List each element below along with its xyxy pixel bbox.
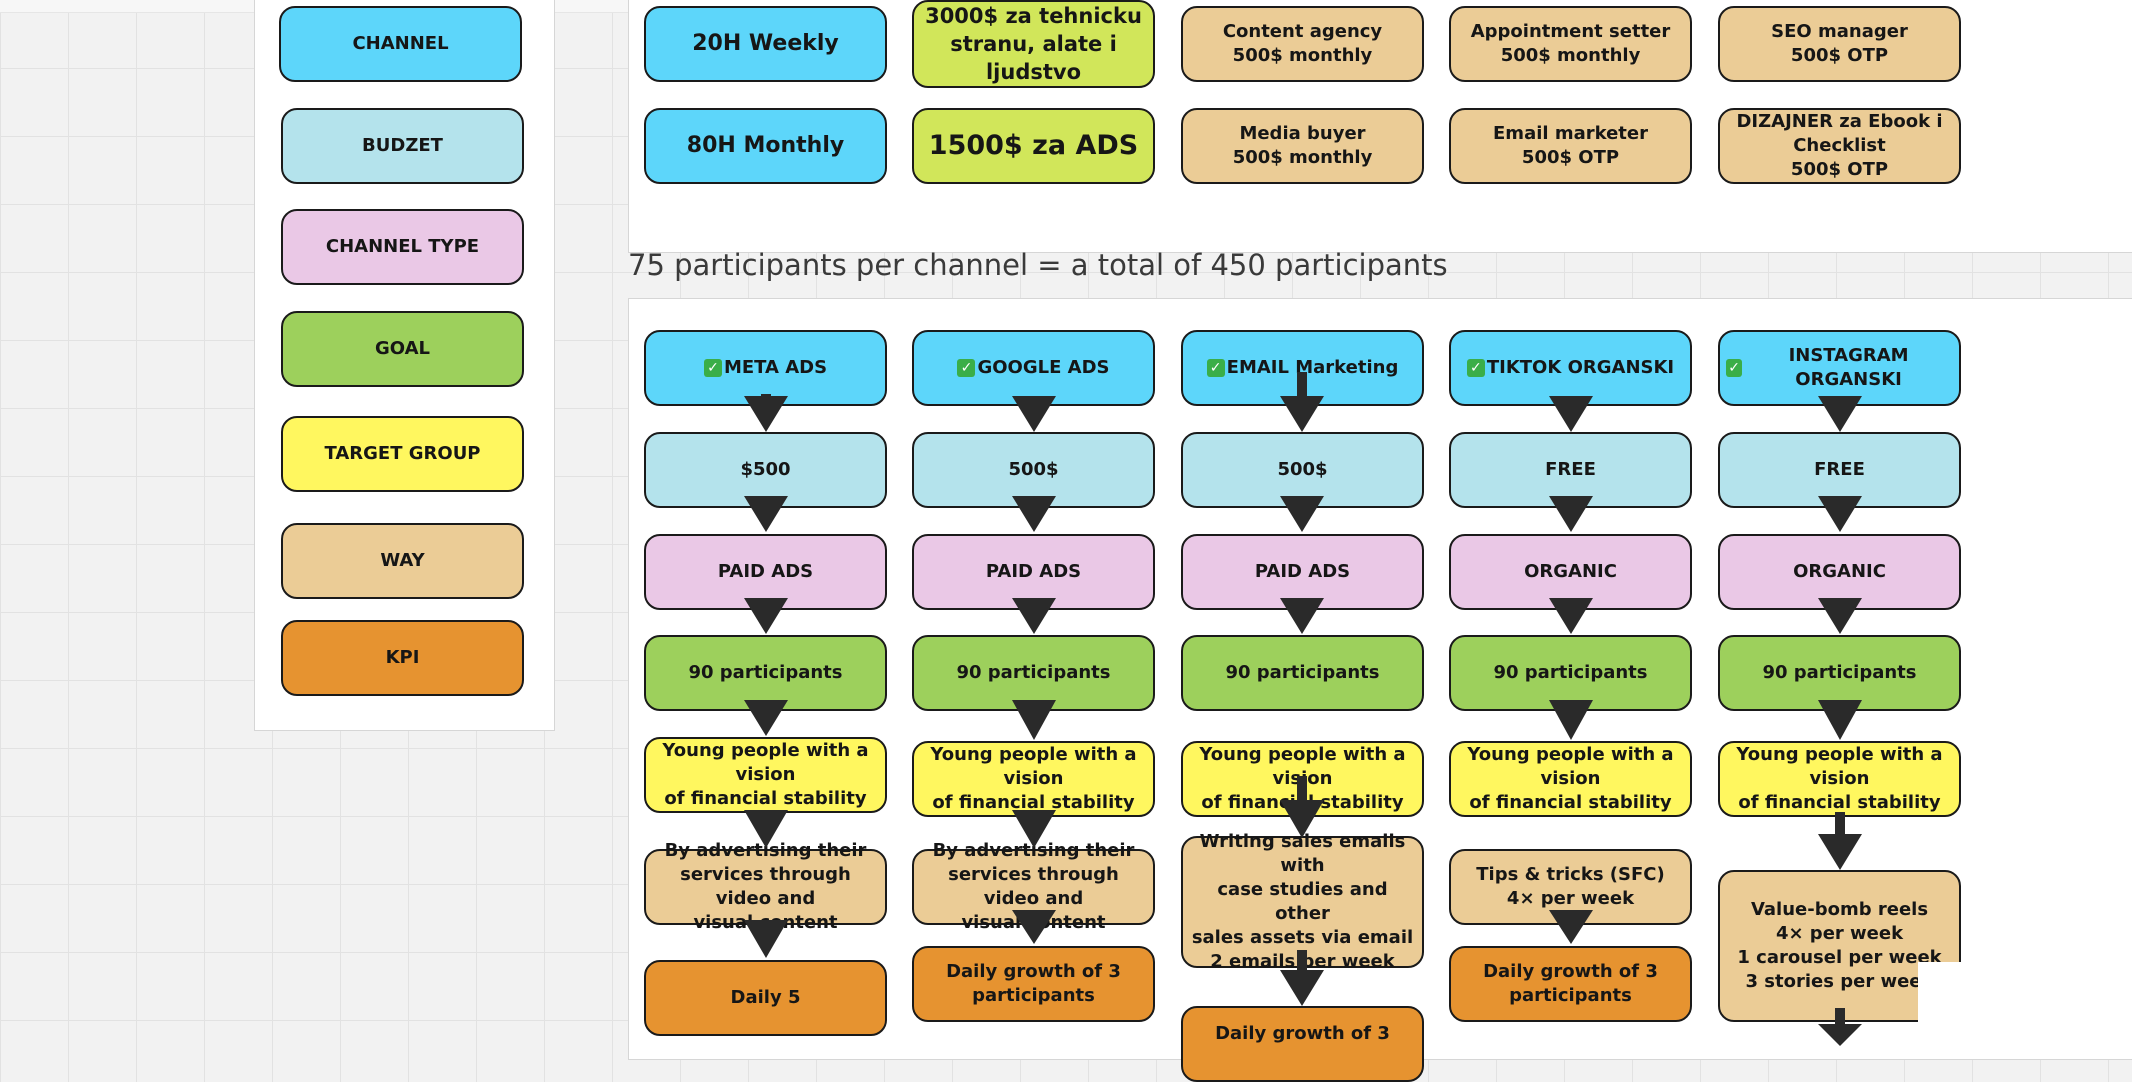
arrow-down-icon	[1549, 700, 1593, 740]
arrow-down-icon	[1012, 810, 1056, 848]
type-google-ads[interactable]: PAID ADS	[912, 534, 1155, 610]
target-google-ads[interactable]: Young people with a vision of financial …	[912, 741, 1155, 817]
arrow-down-icon	[1012, 598, 1056, 634]
target-meta-ads[interactable]: Young people with a vision of financial …	[644, 737, 887, 813]
legend-channel-type[interactable]: CHANNEL TYPE	[281, 209, 524, 285]
legend-goal[interactable]: GOAL	[281, 311, 524, 387]
participants-headline: 75 participants per channel = a total of…	[628, 248, 1448, 282]
way-tiktok-organski[interactable]: Tips & tricks (SFC) 4× per week	[1449, 849, 1692, 925]
role-seo-manager[interactable]: SEO manager 500$ OTP	[1718, 6, 1961, 82]
check-mark-icon: ✓	[1726, 359, 1743, 377]
way-google-ads[interactable]: By advertising their services through vi…	[912, 840, 1155, 933]
arrow-down-icon	[1818, 1024, 1862, 1046]
channel-meta-ads[interactable]: ✓META ADS	[644, 330, 887, 406]
channel-google-ads[interactable]: ✓GOOGLE ADS	[912, 330, 1155, 406]
check-mark-icon: ✓	[703, 359, 722, 377]
type-meta-ads[interactable]: PAID ADS	[644, 534, 887, 610]
type-tiktok-organski[interactable]: ORGANIC	[1449, 534, 1692, 610]
goal-email-marketing[interactable]: 90 participants	[1181, 635, 1424, 711]
arrow-down-icon	[1012, 910, 1056, 944]
channel-label: EMAIL Marketing	[1226, 357, 1399, 378]
arrow-down-icon	[744, 396, 788, 432]
arrow-down-icon	[744, 700, 788, 736]
legend-way[interactable]: WAY	[281, 523, 524, 599]
arrow-down-icon	[744, 810, 788, 848]
check-mark-icon: ✓	[1206, 359, 1225, 377]
arrow-down-icon	[744, 496, 788, 532]
legend-budzet[interactable]: BUDZET	[281, 108, 524, 184]
arrow-down-icon	[1818, 598, 1862, 634]
ads-budget-card[interactable]: 1500$ za ADS	[912, 108, 1155, 184]
check-mark-icon: ✓	[1466, 359, 1485, 377]
flow-arrows	[744, 372, 1862, 1046]
channel-label: GOOGLE ADS	[977, 357, 1110, 378]
kpi-meta-ads[interactable]: Daily 5	[644, 960, 887, 1036]
role-appointment-setter[interactable]: Appointment setter 500$ monthly	[1449, 6, 1692, 82]
legend-target-group[interactable]: TARGET GROUP	[281, 416, 524, 492]
role-media-buyer[interactable]: Media buyer 500$ monthly	[1181, 108, 1424, 184]
time-monthly-card[interactable]: 80H Monthly	[644, 108, 887, 184]
way-instagram-organski[interactable]: Value-bomb reels 4× per week 1 carousel …	[1718, 870, 1961, 1022]
budget-meta-ads[interactable]: $500	[644, 432, 887, 508]
role-content-agency[interactable]: Content agency 500$ monthly	[1181, 6, 1424, 82]
arrow-down-icon	[1549, 496, 1593, 532]
arrow-down-icon	[1549, 598, 1593, 634]
tech-budget-card[interactable]: 3000$ za tehnicku stranu, alate i ljudst…	[912, 0, 1155, 88]
legend-kpi[interactable]: KPI	[281, 620, 524, 696]
time-weekly-card[interactable]: 20H Weekly	[644, 6, 887, 82]
arrow-down-icon	[1012, 700, 1056, 740]
arrow-down-icon	[1818, 496, 1862, 532]
type-instagram-organski[interactable]: ORGANIC	[1718, 534, 1961, 610]
legend-channel[interactable]: CHANNEL	[279, 6, 522, 82]
budget-email-marketing[interactable]: 500$	[1181, 432, 1424, 508]
arrow-down-icon	[1012, 396, 1056, 432]
arrow-down-icon	[1549, 396, 1593, 432]
arrow-down-icon	[1818, 700, 1862, 740]
selection-overlay	[1918, 962, 2008, 1022]
target-tiktok-organski[interactable]: Young people with a vision of financial …	[1449, 741, 1692, 817]
channel-label: TIKTOK ORGANSKI	[1486, 357, 1675, 378]
budget-tiktok-organski[interactable]: FREE	[1449, 432, 1692, 508]
arrow-down-icon	[1280, 396, 1324, 432]
arrow-down-icon	[1818, 834, 1862, 870]
arrow-down-icon	[1012, 496, 1056, 532]
channel-label: META ADS	[723, 357, 828, 378]
arrow-down-icon	[1280, 800, 1324, 838]
budget-instagram-organski[interactable]: FREE	[1718, 432, 1961, 508]
arrow-down-icon	[1280, 598, 1324, 634]
check-mark-icon: ✓	[957, 359, 976, 377]
arrow-down-icon	[1818, 396, 1862, 432]
arrow-down-icon	[1549, 910, 1593, 944]
arrow-down-icon	[1280, 496, 1324, 532]
arrow-down-icon	[744, 920, 788, 958]
arrow-down-icon	[744, 598, 788, 634]
channel-label: INSTAGRAM ORGANSKI	[1788, 345, 1909, 390]
role-ebook-designer[interactable]: DIZAJNER za Ebook i Checklist 500$ OTP	[1718, 108, 1961, 184]
kpi-google-ads[interactable]: Daily growth of 3 participants	[912, 946, 1155, 1022]
arrow-down-icon	[1280, 970, 1324, 1006]
way-email-marketing[interactable]: Writing sales emails with case studies a…	[1181, 831, 1424, 972]
role-email-marketer[interactable]: Email marketer 500$ OTP	[1449, 108, 1692, 184]
kpi-tiktok-organski[interactable]: Daily growth of 3 participants	[1449, 946, 1692, 1022]
type-email-marketing[interactable]: PAID ADS	[1181, 534, 1424, 610]
